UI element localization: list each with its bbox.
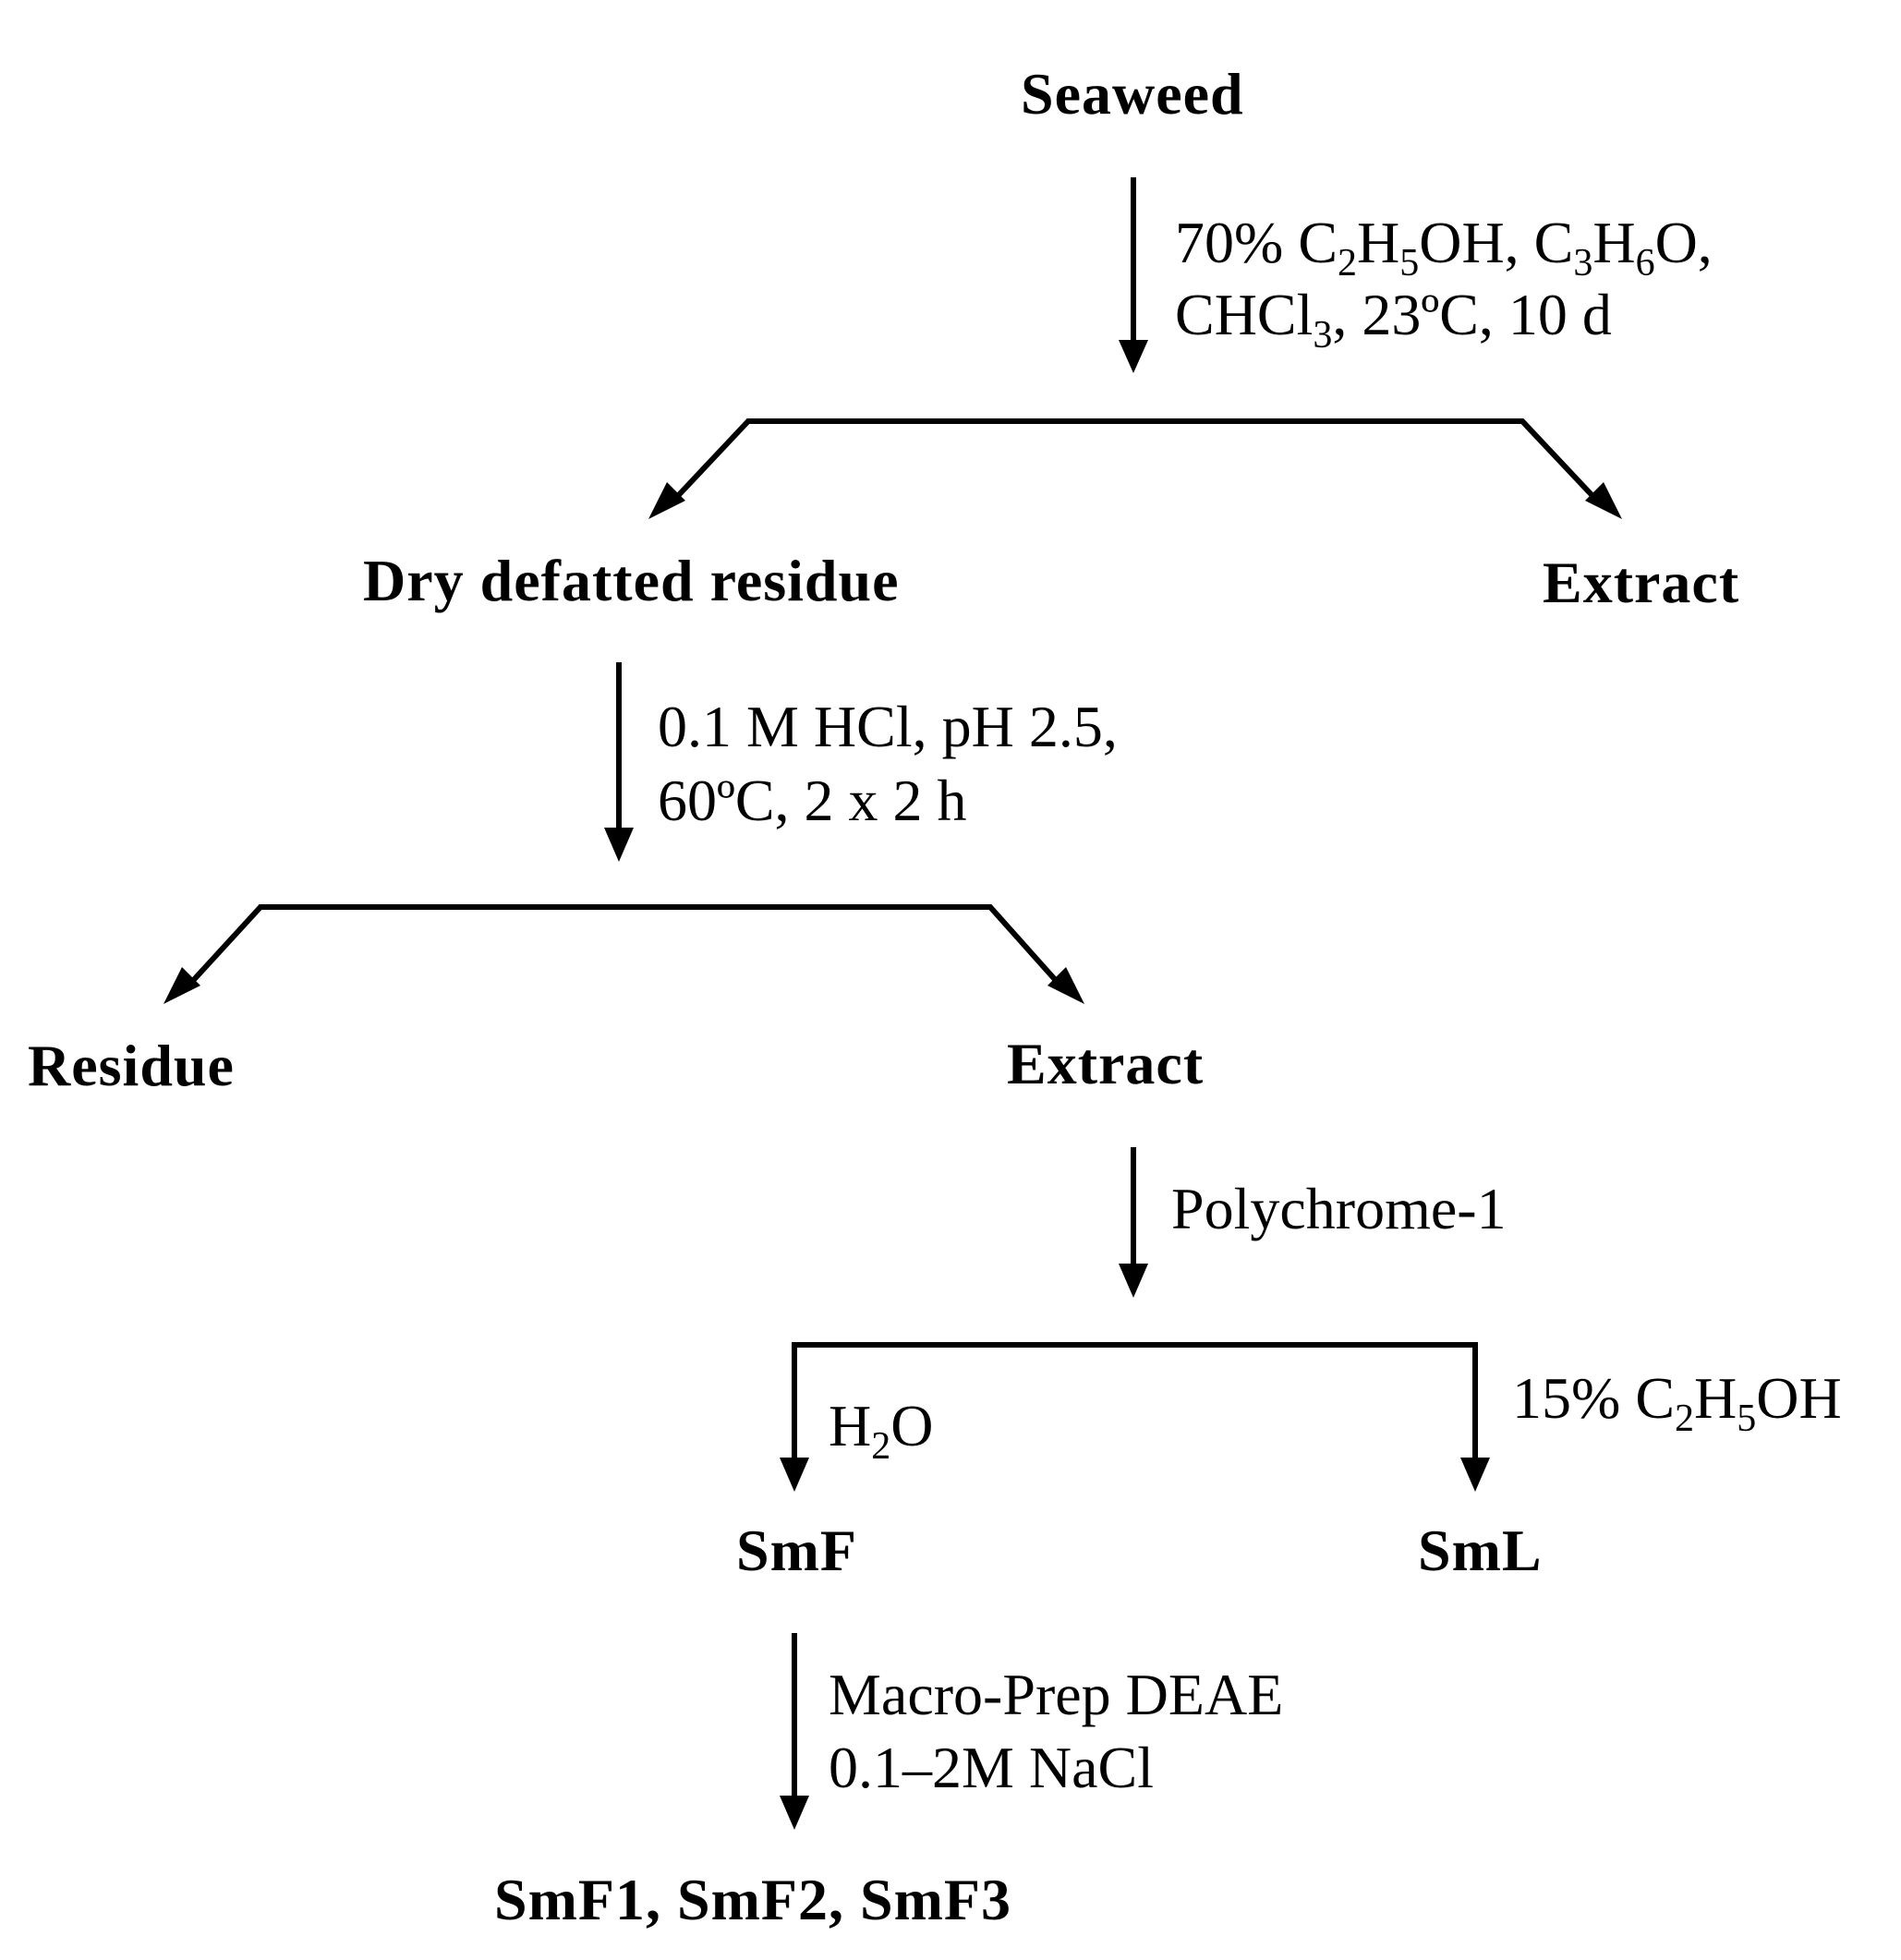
condition-step1-line1: 70% C2H5OH, C3H6O, [1175,210,1713,284]
split-third-connector [780,1342,1490,1492]
arrowhead-to-dry-defatted-residue [648,482,685,519]
condition-step3: Polychrome-1 [1171,1176,1507,1241]
node-seaweed: Seaweed [1021,61,1244,127]
condition-step4-left: H2O [829,1393,933,1468]
node-dry-defatted-residue: Dry defatted residue [363,548,900,613]
arrowhead-to-extract-second [1047,967,1084,1004]
condition-step2-line1: 0.1 M HCl, pH 2.5, [658,694,1118,759]
arrowhead-to-extract-first [1585,482,1622,519]
condition-step5-line1: Macro-Prep DEAE [829,1662,1283,1727]
node-smf: SmF [736,1518,857,1583]
arrow-residue-down [604,662,634,862]
arrowhead-to-smf [780,1458,809,1492]
condition-step5-line2: 0.1–2M NaCl [829,1735,1154,1800]
node-extract-first: Extract [1543,550,1739,615]
arrowhead-to-residue [163,967,200,1004]
condition-step2-line2: 60ºC, 2 x 2 h [658,768,967,833]
condition-step4-right: 15% C2H5OH [1512,1365,1842,1440]
arrow-seaweed-down [1119,177,1148,373]
arrowhead-to-sml [1460,1458,1490,1492]
arrow-extract-down [1119,1147,1148,1298]
condition-step1-line2: CHCl3, 23ºC, 10 d [1175,282,1612,357]
arrow-smf-down [780,1633,809,1830]
split-second-connector [163,904,1084,1004]
node-sml: SmL [1418,1518,1543,1583]
split-first-connector [648,418,1622,519]
node-extract-second: Extract [1007,1031,1204,1096]
node-final-fractions: SmF1, SmF2, SmF3 [494,1867,1011,1932]
node-residue: Residue [28,1033,235,1098]
